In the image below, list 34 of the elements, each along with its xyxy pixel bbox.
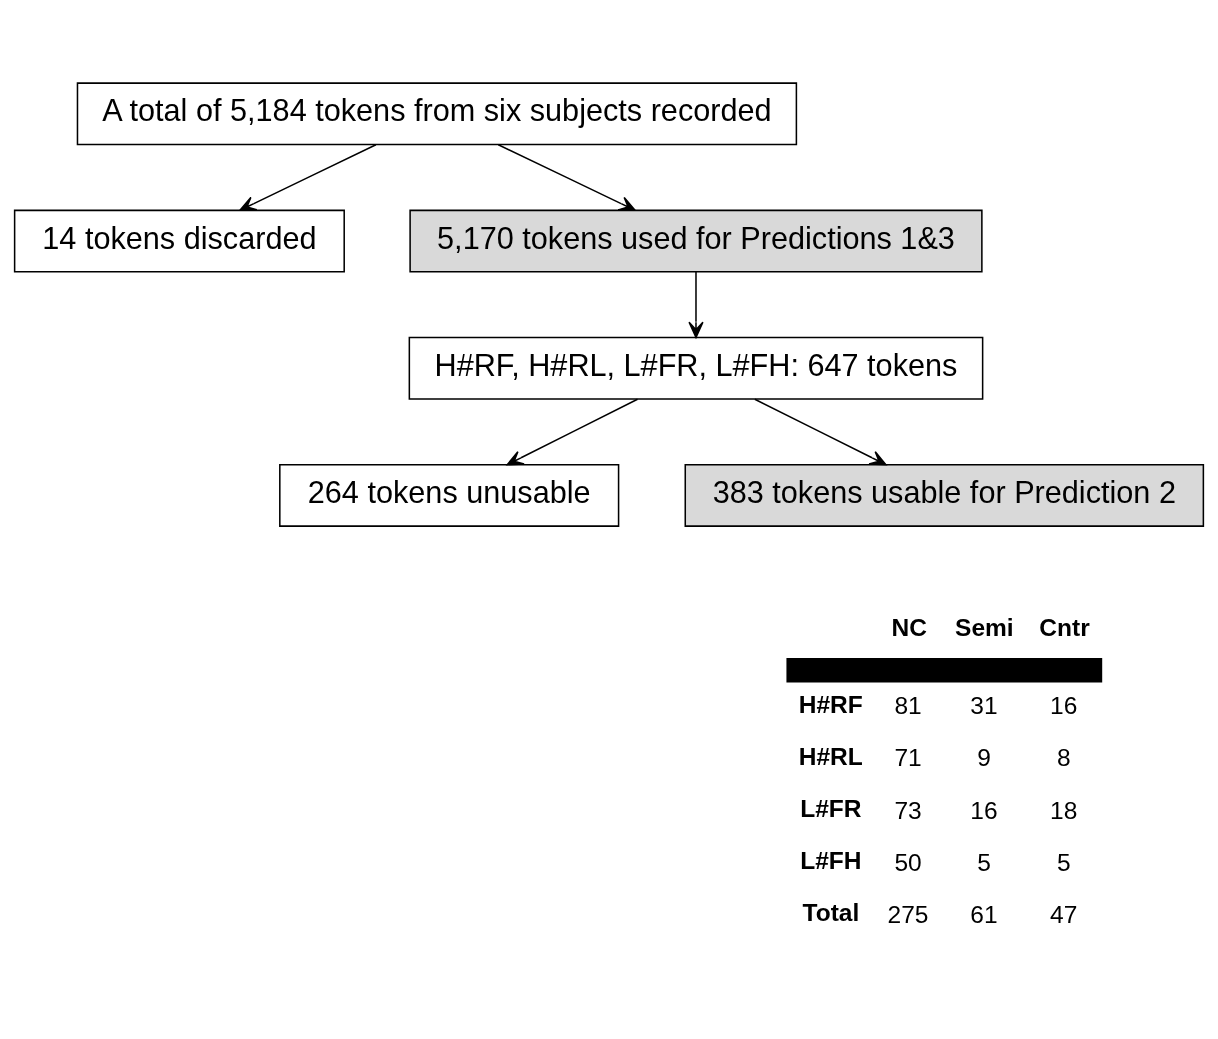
node-box: 5,170 tokens used for Predictions 1&3 [409,209,983,272]
label: 31 [970,691,998,719]
label: 5 [977,848,991,876]
label: 71 [894,743,922,771]
arrow [754,397,887,465]
arrow [506,397,639,465]
label: L#FH [800,846,862,874]
arrow [239,143,377,211]
node-box: H#RF, H#RL, L#FR, L#FH: 647 tokens [408,336,984,400]
label: 8 [1056,743,1071,771]
node-box: 383 tokens usable for Prediction 2 [684,463,1205,527]
label: Cntr [1039,613,1090,641]
label: 275 [887,900,929,928]
label: H#RL [798,742,863,770]
label: 73 [894,796,922,824]
label: 47 [1050,900,1078,928]
label: 18 [1050,796,1078,824]
label: 16 [1050,691,1078,719]
arrow [688,270,704,338]
label: 61 [970,900,998,928]
label: 9 [977,743,991,771]
label: H#RF [798,690,863,718]
label: L#FR [800,794,862,822]
node-box: A total of 5,184 tokens from six subjects recorded [76,81,798,145]
arrow [497,143,636,211]
node-box: 264 tokens unusable [279,463,620,527]
label: Semi [955,613,1014,641]
label: 50 [894,848,922,876]
label: 16 [970,796,998,824]
label: Total [802,898,860,926]
label: 81 [894,691,922,719]
label: 5 [1056,848,1071,876]
node-box: 14 tokens discarded [13,209,345,272]
label: NC [891,613,927,641]
